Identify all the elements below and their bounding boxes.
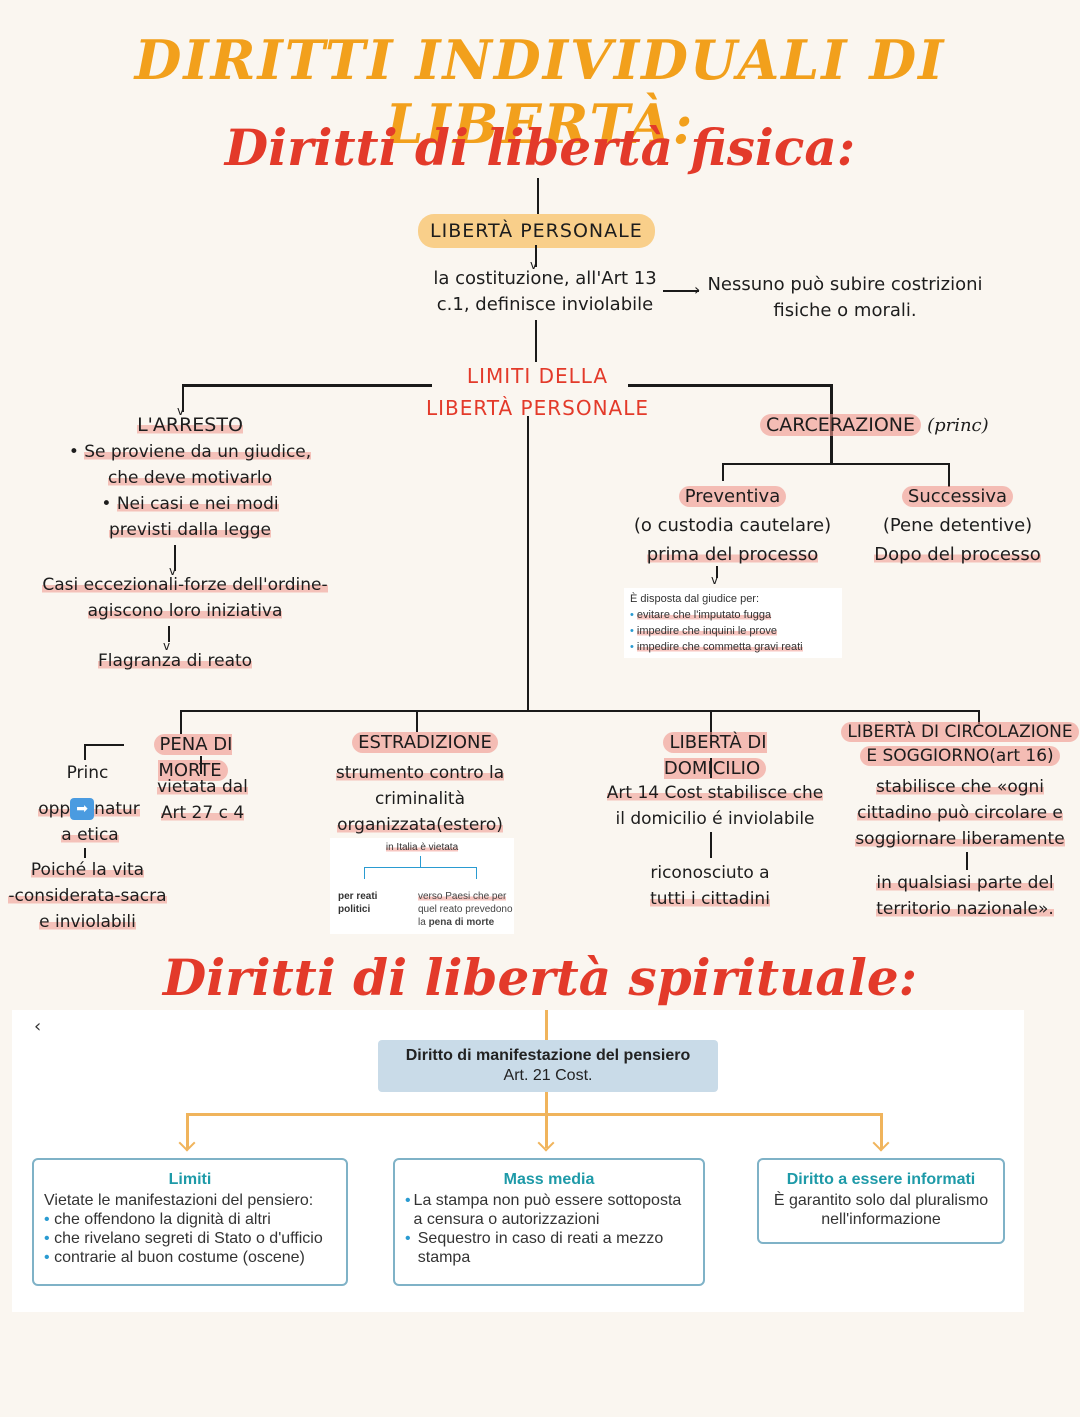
connector — [716, 566, 718, 578]
connector — [364, 867, 365, 879]
estradizione-book-excerpt: in Italia è vietata per reati politici v… — [330, 838, 514, 934]
arresto-title: L'ARRESTO — [137, 414, 243, 436]
box-limiti: Limiti Vietate le manifestazioni del pen… — [32, 1158, 348, 1286]
per-reati-politici: per reati politici — [338, 891, 378, 915]
root-node-liberta-personale: LIBERTÀ PERSONALE — [418, 214, 655, 248]
connector — [628, 384, 832, 387]
connector — [527, 416, 529, 712]
connector — [416, 710, 418, 732]
page-title: DIRITTI INDIVIDUALI DI LIBERTÀ: — [134, 28, 946, 156]
arresto-exceptional: Casi eccezionali-forze dell'ordine- agis… — [42, 575, 328, 621]
arrow-down-icon — [178, 1134, 196, 1152]
back-chevron-icon[interactable]: ‹ — [34, 1016, 42, 1037]
box-diritto-informati: Diritto a essere informati È garantito s… — [757, 1158, 1005, 1244]
connector — [84, 744, 86, 760]
arrow-down-icon: v — [530, 258, 538, 272]
section-title-physical: Diritti di libertà fisica: — [224, 118, 856, 177]
connector — [710, 758, 712, 778]
domicilio-text: Art 14 Cost stabilisce che il domicilio … — [606, 783, 824, 829]
arrow-right-icon — [663, 290, 699, 292]
arrow-down-icon: v — [711, 573, 719, 587]
arrow-head-icon: › — [694, 280, 701, 299]
connector — [182, 384, 184, 412]
pena-opp: opp➡natur — [38, 798, 140, 820]
connector — [978, 710, 980, 724]
connector — [174, 545, 176, 571]
connector — [880, 1113, 883, 1149]
pena-princ: Princ — [66, 763, 109, 783]
connector — [476, 867, 477, 879]
consequence-text: Nessuno può subire costrizioni fisiche o… — [707, 274, 983, 321]
connector — [710, 832, 712, 858]
arresto-block: L'ARRESTO • Se proviene da un giudice, c… — [68, 414, 312, 540]
connector — [420, 856, 421, 868]
connector — [180, 710, 182, 734]
connector — [535, 245, 537, 267]
domicilio-title: LIBERTÀ DI DOMICILIO — [663, 732, 767, 779]
connector — [722, 463, 950, 465]
arrow-down-icon: v — [177, 404, 185, 418]
circolazione-text: stabilisce che «ogni cittadino può circo… — [855, 777, 1065, 849]
verso-paesi: verso Paesi che per quel reato prevedono… — [418, 891, 513, 928]
arrow-down-icon: v — [169, 564, 177, 578]
connector — [186, 1113, 189, 1149]
connector — [710, 710, 712, 746]
connector — [182, 384, 432, 387]
connector — [545, 1092, 548, 1148]
connector — [535, 320, 537, 362]
connector — [168, 626, 170, 642]
circolazione-title: LIBERTÀ DI CIRCOLAZIONE E SOGGIORNO(art … — [840, 720, 1080, 768]
carcerazione-title: CARCERAZIONE (princ) — [760, 412, 1000, 439]
root-node-manifestazione: Diritto di manifestazione del pensiero A… — [378, 1040, 718, 1092]
connector — [84, 744, 124, 746]
arrow-right-icon: ➡ — [70, 798, 95, 820]
arrow-down-icon — [537, 1134, 555, 1152]
constitution-text: la costituzione, all'Art 13 c.1, definis… — [433, 268, 657, 315]
preventiva-block: Preventiva (o custodia cautelare) prima … — [633, 486, 832, 565]
section-title-spiritual: Diritti di libertà spirituale: — [162, 948, 918, 1007]
arrow-down-icon: v — [163, 639, 171, 653]
pena-reason: Poiché la vita -considerata-sacra e invi… — [8, 860, 167, 932]
successiva-block: Successiva (Pene detentive) Dopo del pro… — [874, 486, 1041, 565]
connector — [722, 463, 724, 481]
textbook-panel: ‹ Diritto di manifestazione del pensiero… — [12, 1010, 1024, 1312]
connector — [966, 852, 968, 870]
connector — [537, 178, 539, 218]
pena-vietata: vietata dal Art 27 c 4 — [157, 777, 248, 823]
connector — [180, 710, 980, 712]
box-mass-media: Mass media •La stampa non può essere sot… — [393, 1158, 705, 1286]
connector — [948, 463, 950, 487]
flagranza-text: Flagranza di reato — [97, 651, 253, 671]
pena-etica: a etica — [61, 825, 119, 845]
preventiva-book-excerpt: È disposta dal giudice per: • evitare ch… — [624, 588, 842, 658]
connector — [186, 1113, 882, 1116]
estradizione-title: ESTRADIZIONE — [340, 730, 510, 756]
circolazione-cont: in qualsiasi parte del territorio nazion… — [876, 873, 1054, 919]
estradizione-text: strumento contro la criminalità organizz… — [335, 763, 505, 835]
connector — [364, 867, 476, 868]
pena-morte-title: PENA DI MORTE — [118, 732, 268, 784]
connector — [84, 848, 86, 858]
connector — [200, 756, 202, 774]
domicilio-recognized: riconosciuto a tutti i cittadini — [650, 863, 770, 909]
connector — [545, 1010, 548, 1040]
limits-title: LIMITI DELLA LIBERTÀ PERSONALE — [426, 364, 649, 420]
arrow-down-icon — [872, 1134, 890, 1152]
